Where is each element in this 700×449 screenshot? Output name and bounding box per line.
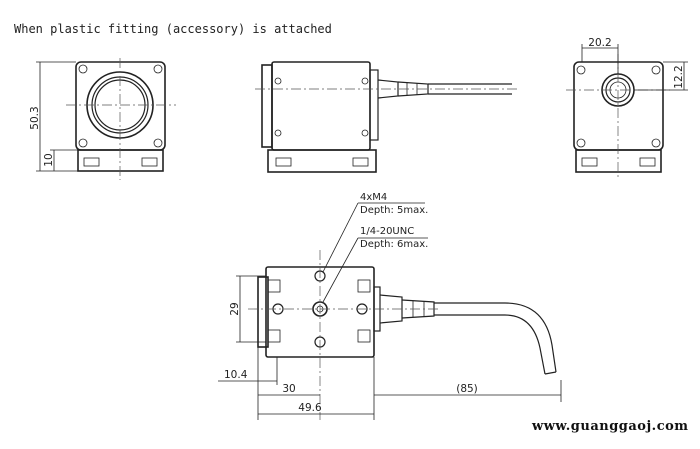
side-cable-gland [397, 81, 429, 97]
side-cable-boot [377, 79, 399, 99]
front-screw-br [153, 138, 163, 148]
side-fitting [267, 149, 377, 173]
bottom-cable-lower [434, 314, 546, 375]
side-screw-bottom [361, 129, 369, 137]
side-slot-right [352, 157, 369, 167]
dim-front-height: 50.3 [29, 106, 41, 129]
side-housing [271, 61, 371, 151]
dim-bottom-length: 49.6 [298, 402, 322, 414]
unc-note-label: 1/4-20UNC [360, 226, 414, 237]
bottom-notes: 4xM4 Depth: 5max. 1/4-20UNC Depth: 6max. [322, 192, 428, 303]
side-view [255, 61, 520, 173]
dim-cable-length: (85) [456, 383, 478, 395]
back-fitting [575, 149, 662, 173]
front-slot-left [83, 157, 100, 167]
back-screw-tr [651, 65, 661, 75]
side-slot-left [275, 157, 292, 167]
drawing-caption: When plastic fitting (accessory) is atta… [14, 22, 332, 36]
dim-bottom-lens: 10.4 [224, 369, 248, 381]
side-marker-top [274, 77, 282, 85]
back-screw-bl [576, 138, 586, 148]
m4-note-depth: Depth: 5max. [360, 205, 428, 216]
front-housing [75, 61, 166, 151]
dim-side-width: 20.2 [588, 37, 611, 49]
side-lens-front [261, 64, 273, 148]
unc-note-depth: Depth: 6max. [360, 239, 428, 250]
bottom-tab-top-right [357, 279, 371, 293]
front-fitting [77, 149, 164, 172]
bottom-cable-upper [434, 302, 557, 373]
m4-leader [322, 202, 359, 273]
bottom-tab-top [267, 279, 281, 293]
back-slot-right [639, 157, 656, 167]
back-screw-tl [576, 65, 586, 75]
m4-note-label: 4xM4 [360, 192, 387, 203]
front-dimensions: 50.3 10 [29, 61, 78, 172]
back-screw-br [651, 138, 661, 148]
bottom-dimensions: 29 10.4 30 49.6 (85) [218, 275, 562, 420]
front-slot-right [141, 157, 158, 167]
front-screw-tl [78, 64, 88, 74]
bottom-tab-bottom-right [357, 329, 371, 343]
front-screw-bl [78, 138, 88, 148]
dim-side-offset: 12.2 [673, 65, 685, 88]
side-marker-bottom [274, 129, 282, 137]
bottom-lens-front [257, 276, 269, 348]
side-cable [428, 83, 512, 95]
unc-leader [322, 237, 359, 303]
dim-bottom-height: 29 [229, 302, 241, 315]
side-back-plate [369, 69, 379, 141]
back-slot-left [581, 157, 598, 167]
back-dimensions: 20.2 12.2 [581, 37, 688, 91]
front-view [66, 58, 176, 180]
side-screw-top [361, 77, 369, 85]
bottom-view [248, 250, 557, 420]
watermark: www.guanggaoj.com [532, 419, 689, 434]
bottom-tab-bottom [267, 329, 281, 343]
dim-bottom-hole: 30 [282, 383, 295, 395]
dim-front-base: 10 [43, 153, 55, 166]
front-screw-tr [153, 64, 163, 74]
